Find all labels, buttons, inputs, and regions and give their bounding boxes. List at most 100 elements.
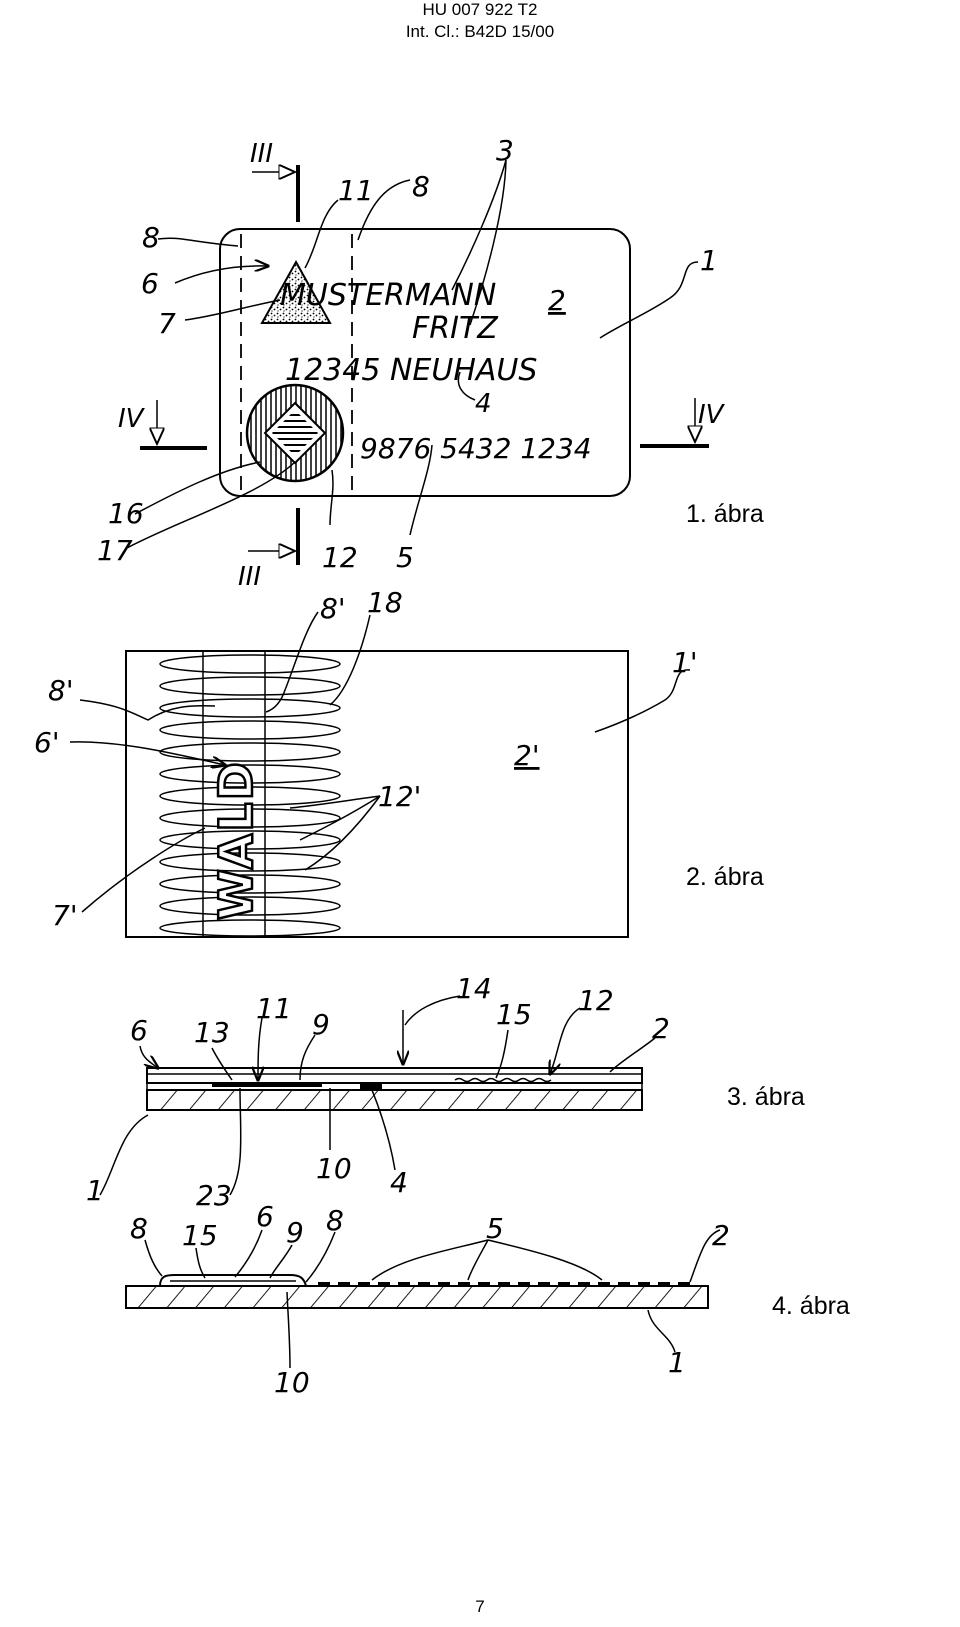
ref-7p: 7' (52, 899, 78, 932)
ref-2-f3: 2 (652, 1012, 670, 1045)
ref-17: 17 (97, 534, 133, 567)
leader-2-f3 (609, 1037, 656, 1073)
leader-12 (329, 469, 334, 526)
ref-1-f4: 1 (668, 1346, 686, 1379)
leader-16 (134, 461, 261, 515)
ref-8-f4-left: 8 (130, 1212, 148, 1245)
leader-6 (174, 266, 268, 284)
ref-2: 2 (548, 284, 566, 317)
foil-strip-section (159, 1274, 307, 1287)
ref-5-f4: 5 (486, 1212, 504, 1245)
ref-4: 4 (475, 389, 492, 419)
label-iii-top: III (250, 139, 273, 169)
ref-6p: 6' (34, 726, 60, 759)
leader-3a (451, 159, 507, 291)
ref-9-f4: 9 (286, 1216, 304, 1249)
ref-18: 18 (367, 586, 403, 619)
leader-5 (409, 444, 433, 536)
leader-6-f3 (139, 1045, 158, 1068)
ref-2p: 2' (514, 739, 540, 772)
relief-structure (454, 1077, 552, 1083)
ref-1-f3: 1 (86, 1174, 104, 1207)
ref-1p: 1' (672, 646, 698, 679)
leader-8-f4-right (305, 1231, 336, 1283)
leader-15-f4 (195, 1247, 206, 1279)
triangle-hologram-icon (260, 259, 332, 324)
leader-11 (304, 199, 339, 269)
card-address: 12345 NEUHAUS (285, 353, 537, 388)
leader-8p-top (265, 611, 319, 713)
page-number: 7 (475, 1597, 485, 1616)
ref-1: 1 (700, 244, 718, 277)
card-surname: MUSTERMANN (280, 278, 496, 313)
leader-8-left (157, 237, 239, 247)
substrate-section (146, 1089, 643, 1111)
leader-9-f3 (299, 1034, 316, 1081)
ref-12-f3: 12 (578, 984, 614, 1017)
leader-8-right (357, 179, 411, 241)
leader-12p-b (299, 795, 381, 841)
leader-8p-left (79, 699, 216, 721)
figure-1: MUSTERMANN FRITZ 12345 NEUHAUS 9876 5432… (97, 134, 726, 592)
substrate-section-f4 (125, 1285, 709, 1309)
leader-1 (599, 261, 699, 339)
leader-8-f4-left (144, 1239, 163, 1277)
figure-1-caption: 1. ábra (686, 500, 764, 528)
figure-3: 6 13 11 9 14 15 12 2 1 23 10 4 (86, 972, 670, 1212)
ref-7: 7 (158, 307, 176, 340)
leader-12p-a (289, 795, 381, 809)
leader-12p-c (304, 795, 381, 871)
ref-15-f3: 15 (496, 998, 532, 1031)
leader-9-f4 (269, 1244, 293, 1279)
leader-12-f3 (550, 1007, 581, 1074)
leader-14 (404, 995, 461, 1026)
leader-5-f4-a (371, 1239, 489, 1281)
leader-4-f3 (371, 1089, 396, 1171)
leader-7p (81, 827, 206, 913)
leader-23 (229, 1087, 242, 1196)
document-number: HU 007 922 T2 (422, 0, 538, 19)
wald-stamp: WALD (209, 760, 263, 920)
leader-3b (469, 159, 507, 326)
circular-security-element (245, 383, 345, 483)
figure-3-caption: 3. ábra (727, 1083, 805, 1111)
ref-11-f3: 11 (256, 992, 292, 1025)
ref-8p-left: 8' (48, 674, 74, 707)
ref-12p: 12' (378, 780, 421, 813)
wave-pattern (159, 654, 341, 937)
cover-layer (146, 1067, 643, 1084)
ref-9-f3: 9 (312, 1008, 330, 1041)
leader-2-f4 (689, 1229, 721, 1283)
figure-4: 8 15 6 9 8 5 2 1 10 (125, 1200, 730, 1399)
card-first-name: FRITZ (412, 311, 499, 346)
leader-5-f4-b (467, 1239, 489, 1281)
leader-18 (329, 614, 371, 706)
classification-code: Int. Cl.: B42D 15/00 (405, 22, 555, 41)
leader-6p (69, 741, 225, 765)
ref-6-f4: 6 (256, 1200, 274, 1233)
label-iv-right: IV (698, 400, 726, 430)
ref-8p-top: 8' (320, 592, 346, 625)
ref-23: 23 (196, 1179, 232, 1212)
print-marks-5 (318, 1282, 690, 1285)
ref-14: 14 (456, 972, 492, 1005)
card-outline (219, 228, 631, 497)
ref-10-f4: 10 (274, 1366, 310, 1399)
ref-12: 12 (322, 541, 358, 574)
figure-2: WALD 8' 8' 18 6' 7' 12' 2' 1' (34, 586, 698, 938)
leader-17 (126, 461, 296, 549)
leader-6-f4 (234, 1229, 263, 1278)
ref-6-f3: 6 (130, 1014, 148, 1047)
ref-3: 3 (496, 134, 514, 167)
leader-1p (594, 669, 691, 733)
ref-8-left: 8 (142, 221, 160, 254)
hologram-layer (212, 1083, 322, 1087)
ref-5: 5 (396, 541, 414, 574)
print-element-4 (360, 1084, 382, 1089)
leader-11-f3 (258, 1017, 262, 1080)
label-iv-left: IV (118, 404, 146, 434)
card-number: 9876 5432 1234 (360, 432, 592, 465)
leader-13 (211, 1047, 233, 1081)
leader-1-f4 (647, 1309, 676, 1353)
